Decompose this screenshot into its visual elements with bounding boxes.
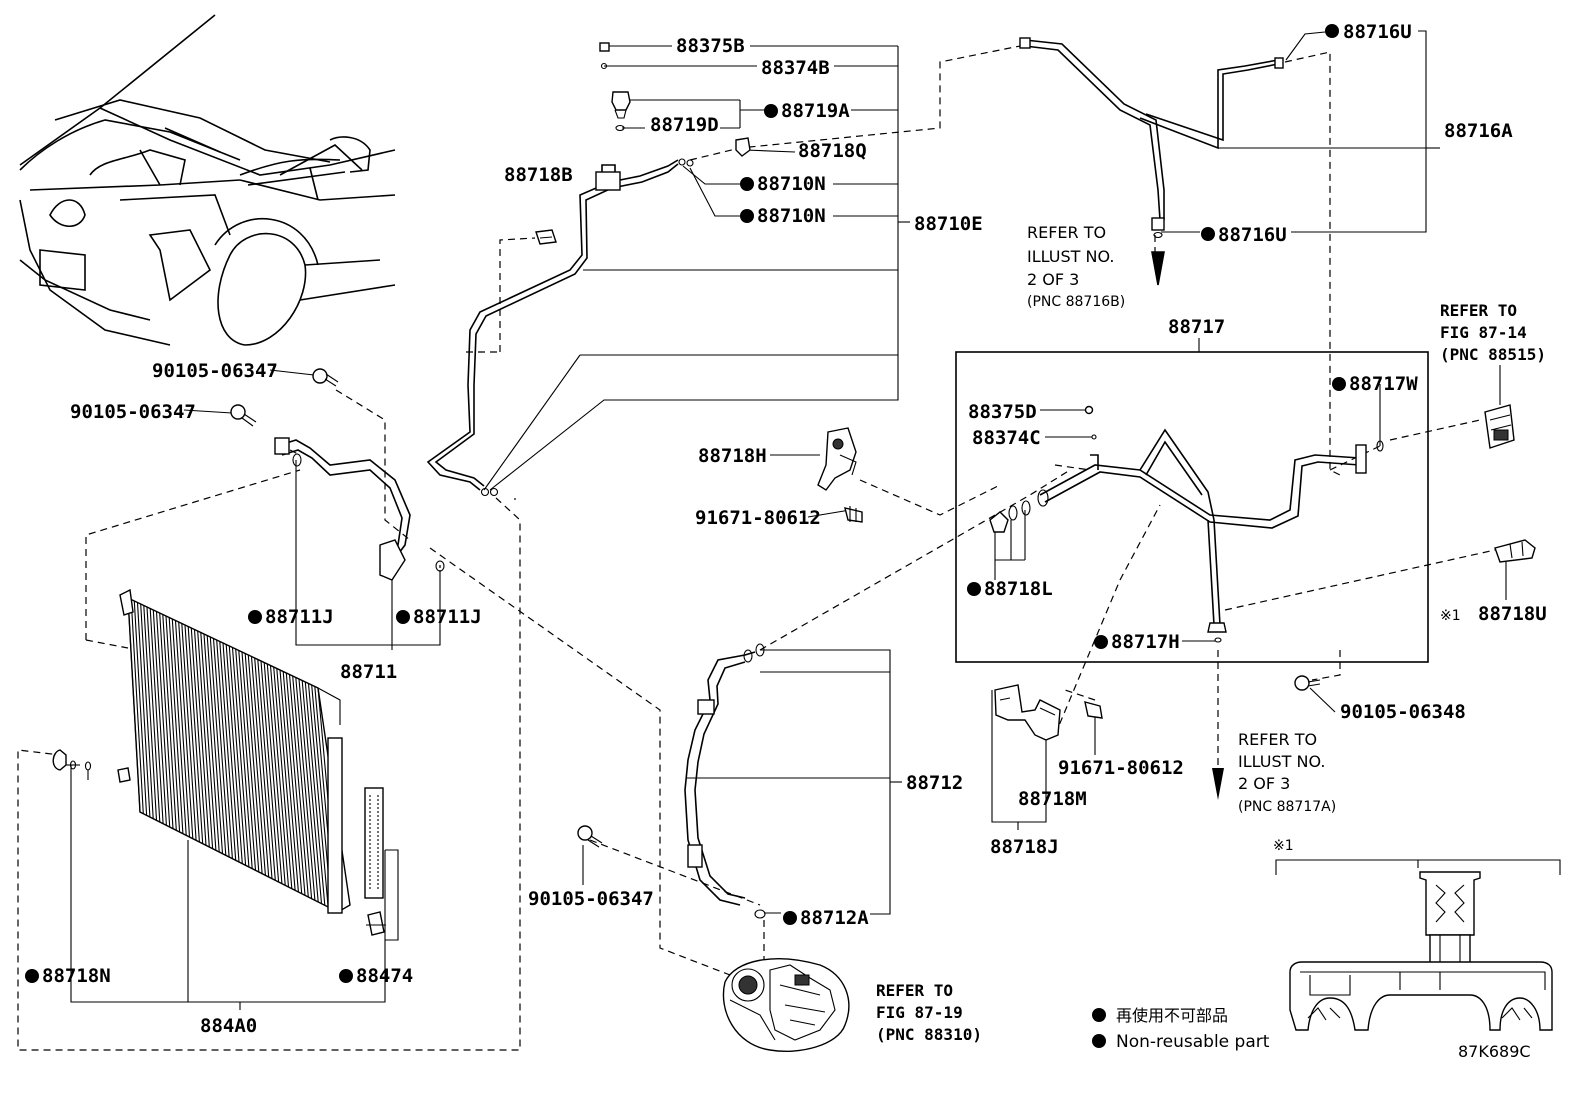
refer-illust-2-line3: 2 OF 3 <box>1238 774 1290 793</box>
label-88711[interactable]: 88711 <box>340 661 397 683</box>
part-labels: 88375B 88374B 88719A 88719D 88718Q 88710… <box>42 21 1547 1037</box>
valve-caps-88375B-88374B <box>599 42 751 157</box>
refer-illust-2-line1: REFER TO <box>1238 730 1317 749</box>
figure-code: 87K689C <box>1458 1042 1531 1061</box>
label-88712A[interactable]: 88712A <box>800 907 869 929</box>
bracket-88718H <box>817 427 863 523</box>
legend-jp: 再使用不可部品 <box>1116 1006 1228 1025</box>
pipe-88716A <box>1019 37 1284 286</box>
label-88375B[interactable]: 88375B <box>676 35 745 57</box>
label-88716A[interactable]: 88716A <box>1444 120 1513 142</box>
label-star1-detail: ※1 <box>1273 838 1294 854</box>
refer-fig-2-line1: REFER TO <box>876 981 953 1000</box>
refer-illust-2-line2: ILLUST NO. <box>1238 752 1325 771</box>
label-88717[interactable]: 88717 <box>1168 316 1225 338</box>
label-88718H[interactable]: 88718H <box>698 445 767 467</box>
label-88718Q[interactable]: 88718Q <box>798 140 867 162</box>
label-88716U-upper[interactable]: 88716U <box>1343 21 1412 43</box>
label-90105-06347-b[interactable]: 90105-06347 <box>70 401 196 423</box>
connector-88515 <box>1484 404 1515 449</box>
label-88710N-upper[interactable]: 88710N <box>757 173 826 195</box>
refer-fig-2-line3: (PNC 88310) <box>876 1025 982 1044</box>
label-88711J-right[interactable]: 88711J <box>413 606 482 628</box>
bolt-90105-06347-b <box>230 404 257 427</box>
legend-en: Non-reusable part <box>1116 1032 1270 1052</box>
reference-note-illust-88717A: REFER TO ILLUST NO. 2 OF 3 (PNC 88717A) <box>1238 730 1336 815</box>
label-88710E[interactable]: 88710E <box>914 213 983 235</box>
label-88375D[interactable]: 88375D <box>968 401 1037 423</box>
label-88718N[interactable]: 88718N <box>42 965 111 987</box>
clamp-88718B <box>535 229 557 245</box>
pipe-88711 <box>274 437 445 581</box>
label-88718M[interactable]: 88718M <box>1018 788 1087 810</box>
label-88718B[interactable]: 88718B <box>504 164 573 186</box>
label-88711J-left[interactable]: 88711J <box>265 606 334 628</box>
label-90105-06347-a[interactable]: 90105-06347 <box>152 360 278 382</box>
compressor <box>722 958 850 1052</box>
label-88718J[interactable]: 88718J <box>990 836 1059 858</box>
label-88712[interactable]: 88712 <box>906 772 963 794</box>
refer-illust-1-line4: (PNC 88716B) <box>1027 294 1125 310</box>
refer-illust-1-line1: REFER TO <box>1027 223 1106 242</box>
label-star1-mark: ※1 <box>1440 608 1461 624</box>
refer-fig-1-line1: REFER TO <box>1440 301 1517 320</box>
detail-star1-clip <box>1275 859 1561 1031</box>
leader-lines <box>57 30 1507 1010</box>
refer-fig-1-line2: FIG 87-14 <box>1440 323 1527 342</box>
label-88718L[interactable]: 88718L <box>984 578 1053 600</box>
hose-88712 <box>684 643 766 919</box>
assembly-dashed-lines <box>17 44 1496 1051</box>
label-91671-80612-lower[interactable]: 91671-80612 <box>1058 757 1184 779</box>
condenser-884A0 <box>52 588 386 936</box>
reference-note-illust-88716B: REFER TO ILLUST NO. 2 OF 3 (PNC 88716B) <box>1027 223 1125 310</box>
label-88717H[interactable]: 88717H <box>1111 631 1180 653</box>
label-88719D[interactable]: 88719D <box>650 114 719 136</box>
bolt-90105-06347-a <box>312 368 339 387</box>
refer-illust-1-line3: 2 OF 3 <box>1027 270 1079 289</box>
clip-88718U <box>1494 539 1536 563</box>
reference-note-fig-87-19: REFER TO FIG 87-19 (PNC 88310) <box>876 981 982 1044</box>
reference-note-fig-87-14: REFER TO FIG 87-14 (PNC 88515) <box>1440 301 1546 364</box>
label-884A0[interactable]: 884A0 <box>200 1015 257 1037</box>
label-88719A[interactable]: 88719A <box>781 100 850 122</box>
label-88716U-lower[interactable]: 88716U <box>1218 224 1287 246</box>
pipe-88717 <box>989 405 1384 643</box>
label-91671-80612-upper[interactable]: 91671-80612 <box>695 507 821 529</box>
label-90105-06347-c[interactable]: 90105-06347 <box>528 888 654 910</box>
pipe-88710E <box>426 158 694 497</box>
bolt-90105-06348 <box>1294 675 1321 691</box>
label-88710N-lower[interactable]: 88710N <box>757 205 826 227</box>
label-90105-06348[interactable]: 90105-06348 <box>1340 701 1466 723</box>
box-88717 <box>955 351 1429 663</box>
arrow-to-illust-88717A <box>1212 768 1224 800</box>
label-88374B[interactable]: 88374B <box>761 57 830 79</box>
non-reusable-markers <box>25 24 1346 983</box>
vehicle-front-illustration <box>19 14 396 346</box>
refer-fig-2-line2: FIG 87-19 <box>876 1003 963 1022</box>
label-88717W[interactable]: 88717W <box>1349 373 1418 395</box>
bracket-88718M <box>994 684 1103 741</box>
legend: 再使用不可部品 Non-reusable part <box>1092 1006 1270 1052</box>
label-88374C[interactable]: 88374C <box>972 427 1041 449</box>
label-88718U[interactable]: 88718U <box>1478 603 1547 625</box>
refer-fig-1-line3: (PNC 88515) <box>1440 345 1546 364</box>
refer-illust-2-line4: (PNC 88717A) <box>1238 799 1336 815</box>
bolt-90105-06347-c <box>577 825 603 848</box>
refer-illust-1-line2: ILLUST NO. <box>1027 247 1114 266</box>
